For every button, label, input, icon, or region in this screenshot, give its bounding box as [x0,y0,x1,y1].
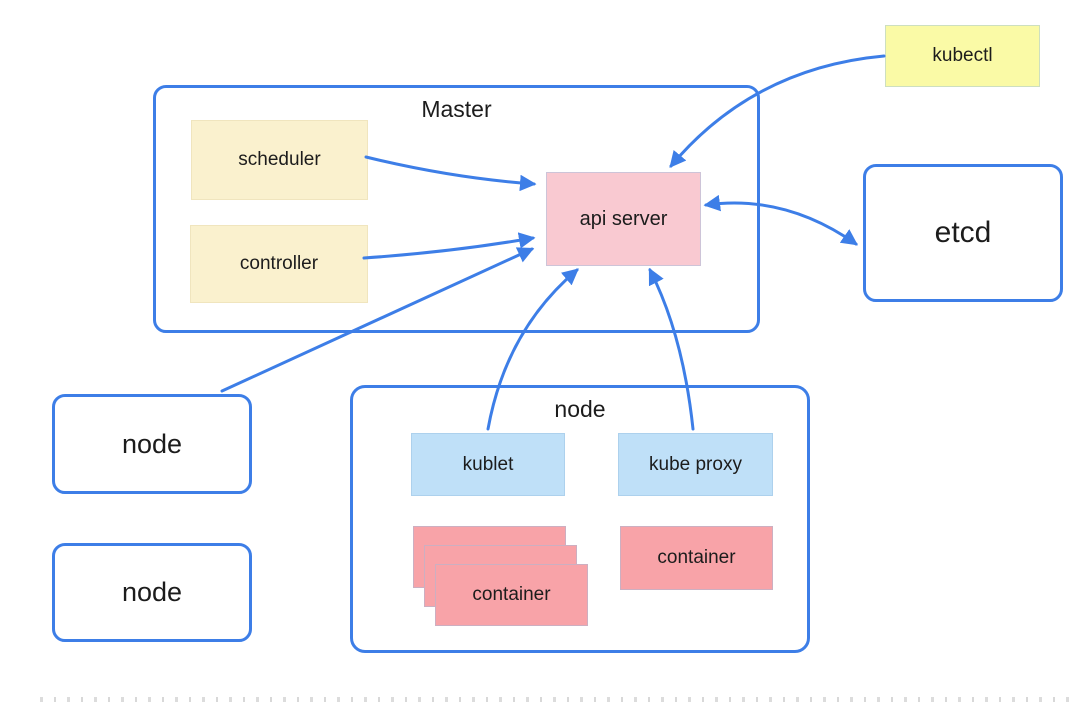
scheduler-label: scheduler [238,149,321,170]
scheduler-box: scheduler [191,120,368,200]
cropped-text-artifact [40,697,1074,702]
kubectl-box: kubectl [885,25,1040,87]
controller-label: controller [239,253,319,274]
node-left-1-label: node [121,428,183,459]
kublet-box: kublet [411,433,565,496]
kublet-label: kublet [462,453,514,475]
container-box: container [620,526,773,590]
kube-proxy-label: kube proxy [649,453,742,475]
master-group-box: Master scheduler controller api server [153,85,760,333]
etcd-label: etcd [934,216,992,249]
worker-node-group-box: node kublet kube proxy container contain… [350,385,810,653]
container-label: container [657,547,736,568]
worker-node-label: node [554,396,606,422]
kube-proxy-box: kube proxy [618,433,773,496]
container-stack-label: container [472,584,551,605]
api-server-box: api server [546,172,701,266]
etcd-box: etcd [863,164,1063,302]
container-stack-front-box: container [435,564,588,626]
master-label: Master [421,96,492,122]
controller-box: controller [190,225,368,303]
node-box-left-1: node [52,394,252,494]
node-box-left-2: node [52,543,252,642]
api-server-label: api server [579,207,668,230]
node-left-2-label: node [121,577,183,607]
kubectl-label: kubectl [932,45,993,66]
